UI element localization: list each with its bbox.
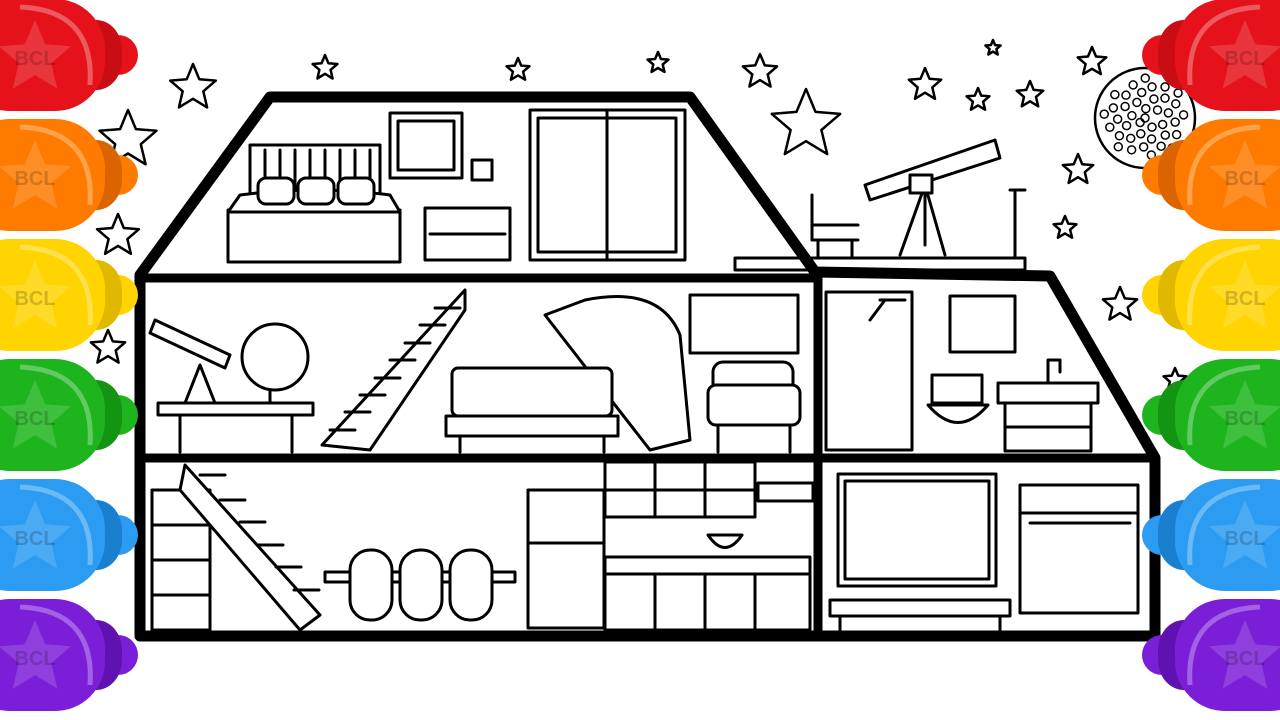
star-icon: [1208, 380, 1280, 449]
star-icon: [505, 56, 531, 81]
marker-logo: BCL: [14, 168, 55, 190]
marker-logo: BCL: [14, 528, 55, 550]
marker-logo: BCL: [14, 288, 55, 310]
marker-logo: BCL: [14, 408, 55, 430]
star-icon: [1076, 45, 1108, 76]
star-icon: [1208, 260, 1280, 329]
terrace-telescope: [863, 138, 1002, 257]
marker-logo: BCL: [1224, 648, 1265, 670]
marker-3: BCL: [1142, 359, 1280, 471]
star-icon: [741, 52, 779, 88]
marker-logo: BCL: [1224, 168, 1265, 190]
marker-1: BCL: [0, 119, 138, 231]
house-outline: [134, 91, 1161, 642]
star-icon: [89, 328, 127, 364]
star-icon: [0, 380, 72, 449]
star-icon: [1061, 152, 1095, 185]
dining-kitchen: [150, 460, 815, 632]
star-icon: [1101, 285, 1139, 321]
star-icon: [0, 20, 72, 89]
star-icon: [1208, 140, 1280, 209]
marker-2: BCL: [0, 239, 138, 351]
star-icon: [0, 500, 72, 569]
star-icon: [1208, 620, 1280, 689]
star-icon: [1052, 214, 1078, 239]
star-icon: [168, 62, 218, 109]
star-icon: [1208, 500, 1280, 569]
marker-3: BCL: [0, 359, 138, 471]
bathroom: [824, 290, 1100, 453]
study-living-room: [148, 288, 802, 454]
marker-5: BCL: [0, 599, 138, 711]
star-icon: [1015, 79, 1045, 108]
star-icon: [0, 260, 72, 329]
marker-4: BCL: [0, 479, 138, 591]
star-icon: [0, 140, 72, 209]
star-icon: [646, 50, 670, 74]
marker-2: BCL: [1142, 239, 1280, 351]
marker-logo: BCL: [1224, 48, 1265, 70]
star-icon: [311, 53, 339, 80]
marker-logo: BCL: [14, 648, 55, 670]
stars: [89, 38, 1188, 391]
star-icon: [984, 38, 1002, 56]
marker-logo: BCL: [1224, 288, 1265, 310]
marker-0: BCL: [0, 0, 138, 111]
star-icon: [965, 86, 991, 111]
marker-4: BCL: [1142, 479, 1280, 591]
marker-0: BCL: [1142, 0, 1280, 111]
bedroom: [226, 108, 687, 264]
star-icon: [0, 620, 72, 689]
star-icon: [770, 87, 842, 156]
hallway-closet: [828, 472, 1140, 634]
star-icon: [907, 66, 943, 101]
star-icon: [95, 212, 141, 256]
marker-logo: BCL: [14, 48, 55, 70]
marker-logo: BCL: [1224, 528, 1265, 550]
markers-right: BCL BCL BCL BCL BCL BCL: [1142, 0, 1280, 711]
marker-1: BCL: [1142, 119, 1280, 231]
star-icon: [1208, 20, 1280, 89]
markers-left: BCL BCL BCL BCL BCL BCL: [0, 0, 138, 711]
marker-logo: BCL: [1224, 408, 1265, 430]
marker-5: BCL: [1142, 599, 1280, 711]
